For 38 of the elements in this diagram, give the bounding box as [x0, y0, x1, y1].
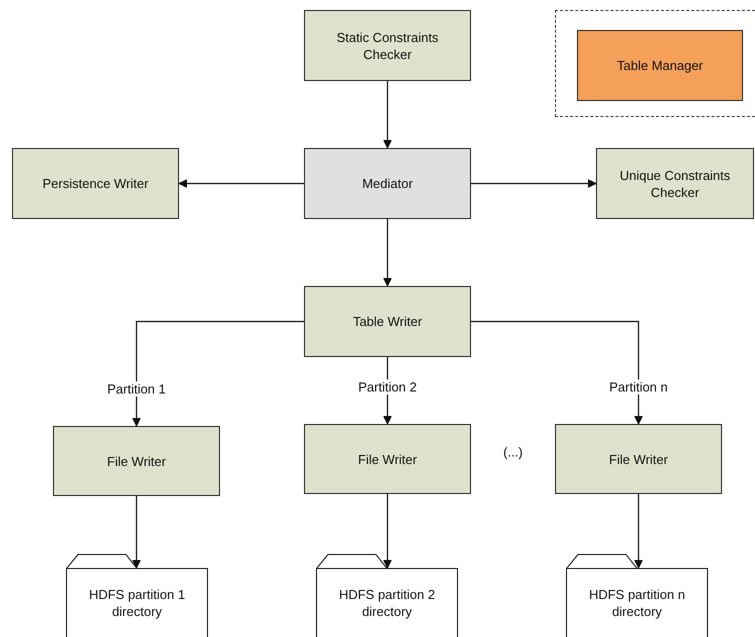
manager-box [577, 30, 743, 101]
arrow [132, 320, 304, 426]
process-box [53, 426, 220, 496]
process-box [596, 148, 754, 219]
node-label: HDFS partition n directory [588, 586, 686, 620]
node-label: Static Constraints Checker [336, 28, 440, 62]
node-label: File Writer [608, 450, 669, 468]
node-label: File Writer [357, 450, 418, 468]
process-box [555, 424, 722, 494]
node-label: Unique Constraints Checker [618, 166, 732, 200]
process-box [304, 10, 471, 81]
process-box [304, 424, 471, 494]
node-label: HDFS partition 1 directory [88, 586, 186, 620]
process-box [12, 148, 179, 219]
arrow [471, 179, 596, 188]
edge-label: Partition 1 [105, 382, 168, 396]
folder-shape [566, 554, 708, 637]
node-label: Table Writer [352, 313, 424, 330]
arrow [634, 494, 643, 568]
node-label: Table Manager [616, 57, 704, 74]
ellipsis-label: (...) [502, 444, 524, 460]
node-label: File Writer [106, 452, 167, 470]
edge-label: Partition 2 [356, 380, 419, 394]
arrow [178, 179, 304, 188]
folder-shape [316, 554, 458, 637]
arrow [383, 219, 392, 286]
arrow [471, 320, 643, 424]
node-label: Persistence Writer [42, 175, 150, 192]
node-label: Mediator [361, 175, 414, 192]
process-box [304, 286, 471, 357]
edge-label: Partition n [607, 380, 670, 394]
folder-shape [66, 554, 208, 637]
arrow [383, 494, 392, 568]
dashed-group-box [555, 10, 755, 117]
mediator-box [304, 148, 471, 219]
arrow [132, 496, 141, 568]
arrow [383, 81, 392, 148]
node-label: HDFS partition 2 directory [338, 586, 436, 620]
